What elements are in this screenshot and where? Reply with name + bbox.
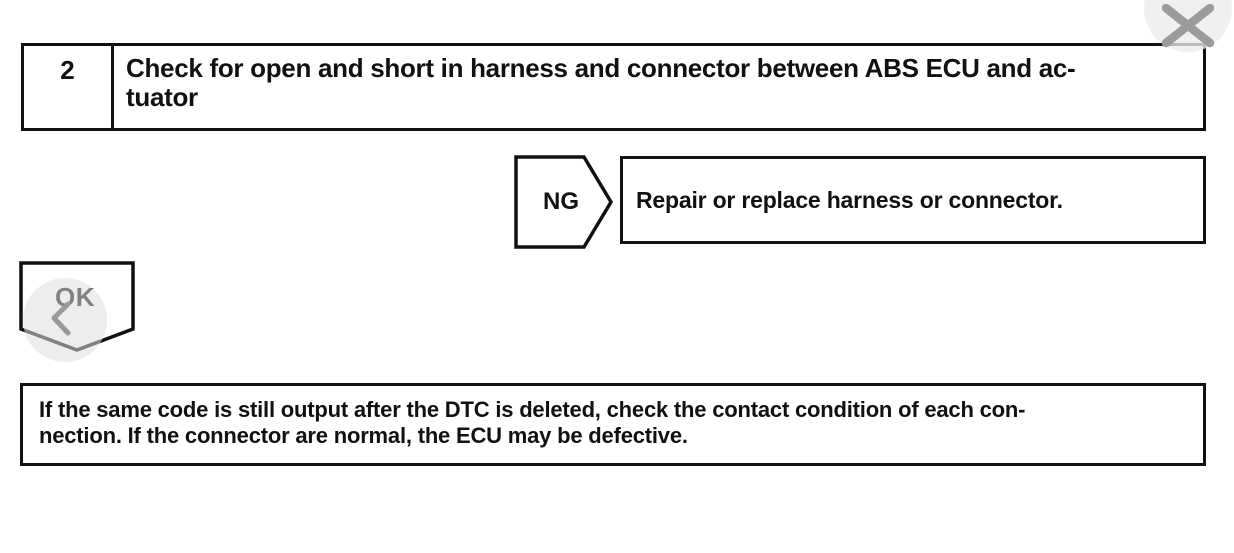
ng-label: NG	[543, 188, 579, 215]
chevron-left-icon	[51, 301, 71, 336]
back-button[interactable]	[23, 278, 107, 362]
ng-action-box: Repair or replace harness or connector.	[620, 156, 1206, 244]
note-box: If the same code is still output after t…	[20, 383, 1206, 466]
step-number: 2	[24, 46, 114, 128]
step-header-box: 2 Check for open and short in harness an…	[21, 43, 1206, 131]
note-line-2: nection. If the connector are normal, th…	[39, 423, 688, 448]
step-title: Check for open and short in harness and …	[114, 46, 1203, 128]
note-line-1: If the same code is still output after t…	[39, 397, 1026, 422]
step-title-line-2: tuator	[126, 82, 198, 112]
ng-connector-shape	[514, 155, 614, 249]
ng-action-text: Repair or replace harness or connector.	[636, 186, 1063, 213]
close-icon[interactable]	[1162, 4, 1214, 48]
step-title-line-1: Check for open and short in harness and …	[126, 53, 1076, 83]
